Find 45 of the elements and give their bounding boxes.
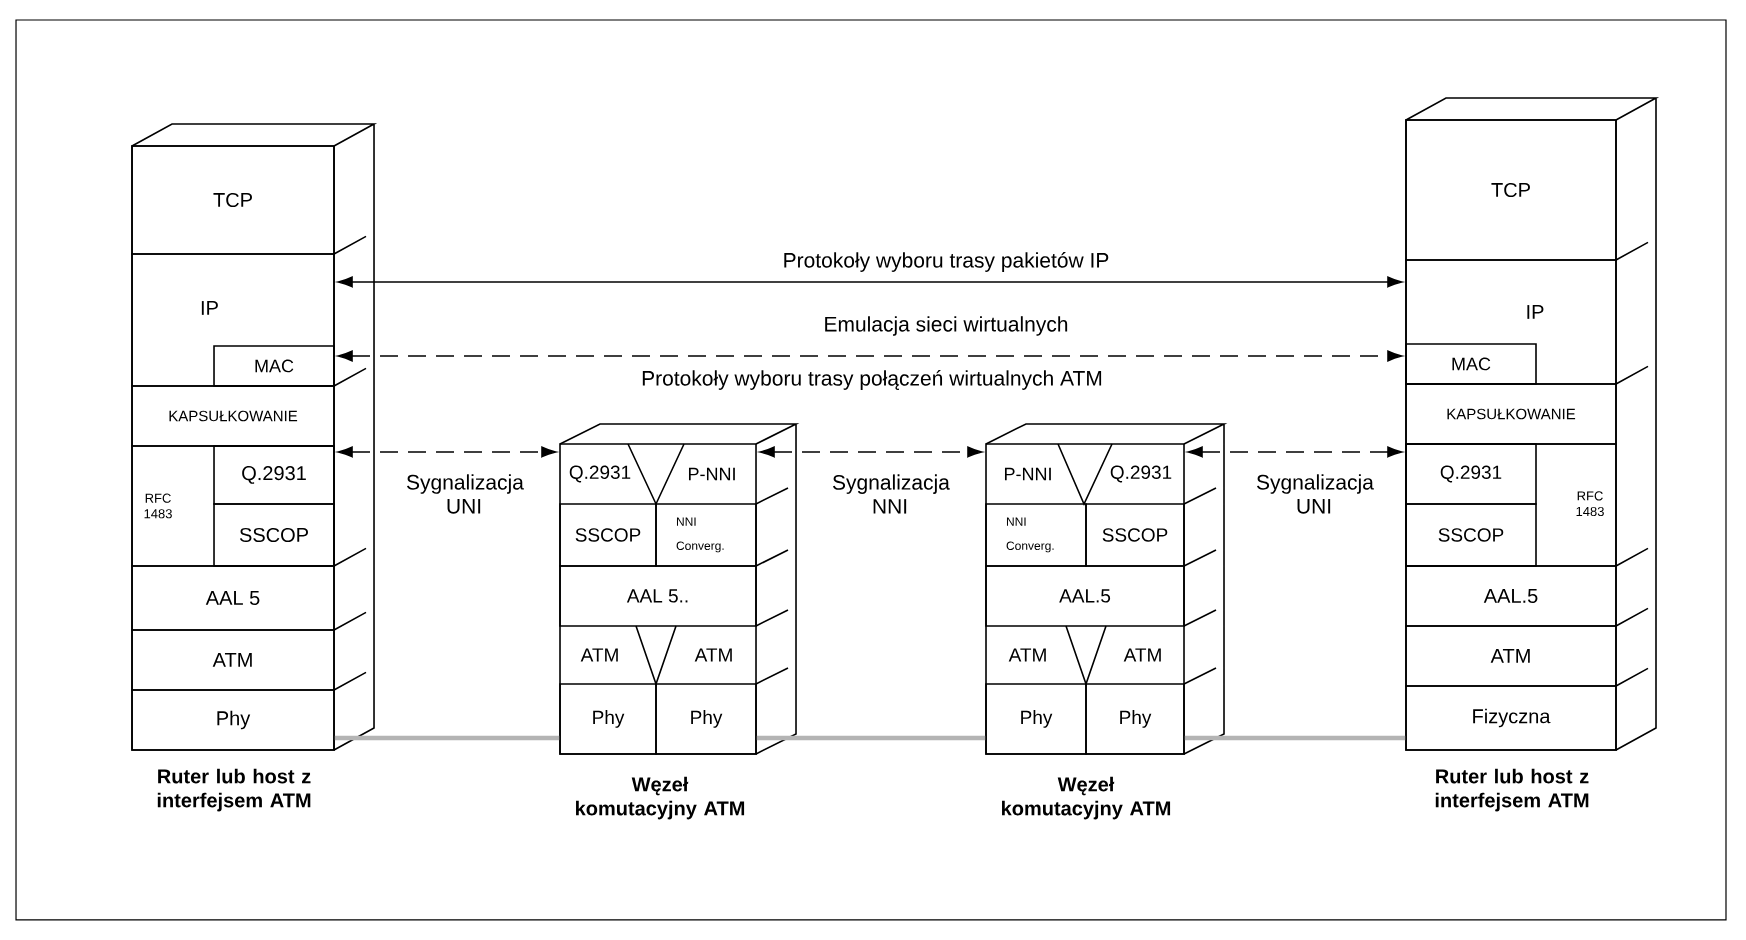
layer-label: Phy xyxy=(131,689,335,751)
layer-label: TCP xyxy=(1405,119,1617,261)
layer-label: ATM xyxy=(580,648,618,662)
arrow xyxy=(337,350,1403,362)
layer-label: SSCOP xyxy=(1085,503,1185,567)
layer-label: Phy xyxy=(985,683,1087,755)
layer-label: ATM xyxy=(1405,625,1617,687)
layer-label: ATM xyxy=(694,648,732,662)
layer-label: AAL.5 xyxy=(1405,565,1617,627)
arrow xyxy=(759,446,983,458)
layer-label: Q.2931 xyxy=(1405,443,1537,505)
layer-label: SSCOP xyxy=(559,503,657,567)
layer-label: AAL 5.. xyxy=(559,565,757,627)
arrow xyxy=(1187,446,1403,458)
layer-label: P-NNI xyxy=(1005,467,1051,481)
arrow xyxy=(337,446,557,458)
layer-label: Phy xyxy=(1085,683,1185,755)
node-label: Ruter lub host z interfejsem ATM xyxy=(157,768,311,812)
layer-label: Q.2931 xyxy=(569,465,631,483)
layer-label: AAL 5 xyxy=(131,565,335,631)
layer-label: Phy xyxy=(655,683,757,755)
layer-label: ATM xyxy=(1008,648,1046,662)
layer-label: Phy xyxy=(559,683,657,755)
edge-label: Sygnalizacja UNI xyxy=(404,472,524,516)
layer-label: AAL.5 xyxy=(985,565,1185,627)
protocol-label: Protokoły wyboru trasy połączeń wirtualnych ATM xyxy=(639,368,1105,392)
layer-label: Fizyczna xyxy=(1405,685,1617,751)
edge-label: Emulacja sieci wirtualnych xyxy=(821,314,1071,338)
node-label: Węzeł komutacyjny ATM xyxy=(1002,776,1171,820)
edge-label: Sygnalizacja UNI xyxy=(1254,472,1374,516)
layer-label: P-NNI xyxy=(689,467,735,481)
layer-label: SSCOP xyxy=(213,503,335,567)
layer-label: TCP xyxy=(131,145,335,255)
node-label: Węzeł komutacyjny ATM xyxy=(576,776,745,820)
layer-label: SSCOP xyxy=(1405,503,1537,567)
layer-label: ATM xyxy=(131,629,335,691)
layer-label: MAC xyxy=(213,345,335,387)
layer-label: Q.2931 xyxy=(1110,465,1172,483)
layer-label: Q.2931 xyxy=(213,445,335,505)
layer-label: ATM xyxy=(1123,648,1161,662)
layer-label: MAC xyxy=(1405,343,1537,385)
edge-label: Sygnalizacja NNI xyxy=(830,472,950,516)
arrow xyxy=(337,276,1403,288)
node-label: Ruter lub host z interfejsem ATM xyxy=(1435,768,1589,812)
edge-label: Protokoły wyboru trasy pakietów IP xyxy=(780,250,1112,274)
